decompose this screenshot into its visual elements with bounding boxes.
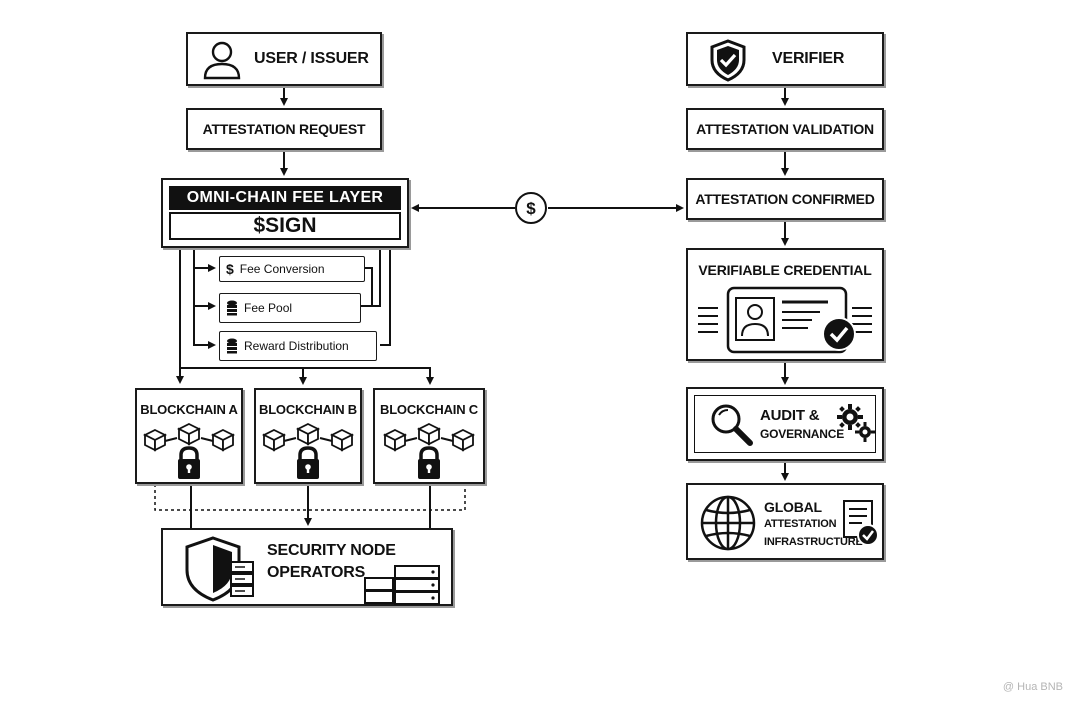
watermark: @ Hua BNB	[1002, 681, 1063, 693]
global-label: GLOBAL	[764, 499, 822, 515]
blockchain-a-box: BLOCKCHAIN A	[135, 388, 243, 484]
fee-conversion-item: $ Fee Conversion	[219, 256, 365, 282]
audit-label: AUDIT &	[760, 407, 820, 424]
gear-icon	[837, 404, 875, 442]
magnifier-icon	[711, 404, 753, 446]
fee-pool-label: Fee Pool	[244, 301, 293, 315]
database-icon	[227, 300, 237, 316]
globe-icon	[700, 495, 756, 551]
user-issuer-box: USER / ISSUER	[186, 32, 382, 86]
server-stack-icon	[364, 565, 440, 605]
reward-distribution-item: Reward Distribution	[219, 331, 377, 361]
verifier-label: VERIFIER	[772, 50, 845, 67]
id-card-icon	[698, 286, 872, 354]
dollar-icon: $	[226, 261, 234, 277]
cubes-icon	[382, 422, 476, 479]
shield-check-icon	[710, 39, 746, 82]
lock-icon	[297, 446, 319, 479]
attestation-request-label: ATTESTATION REQUEST	[202, 121, 366, 137]
cubes-icon	[142, 422, 236, 479]
attestation-label: ATTESTATION	[764, 518, 837, 530]
blockchain-b-box: BLOCKCHAIN B	[254, 388, 362, 484]
bracket-reward	[193, 247, 216, 349]
cubes-icon	[261, 422, 355, 479]
blockchain-b-label: BLOCKCHAIN B	[259, 402, 357, 417]
reward-distribution-label: Reward Distribution	[244, 339, 349, 353]
security-node-line2: OPERATORS	[267, 564, 366, 581]
fee-pool-item: Fee Pool	[219, 293, 361, 323]
blockchain-a-label: BLOCKCHAIN A	[140, 402, 238, 417]
blockchain-c-label: BLOCKCHAIN C	[380, 402, 478, 417]
attestation-confirmed-box: ATTESTATION CONFIRMED	[686, 178, 884, 220]
verifiable-credential-label: VERIFIABLE CREDENTIAL	[698, 262, 872, 278]
fee-conversion-label: Fee Conversion	[239, 262, 325, 276]
verifier-box: VERIFIER	[686, 32, 884, 86]
fee-layer-token: $SIGN	[169, 212, 401, 240]
shield-server-icon	[185, 536, 254, 602]
dollar-icon: $	[515, 192, 547, 224]
fee-layer-box: OMNI-CHAIN FEE LAYER $SIGN	[161, 178, 409, 248]
lock-icon	[178, 446, 200, 479]
governance-label: GOVERNANCE	[760, 427, 845, 441]
svg-text:$: $	[526, 199, 536, 218]
document-check-icon	[843, 500, 879, 546]
check-badge-icon	[822, 317, 856, 351]
global-infrastructure-box: GLOBAL ATTESTATION INFRASTRUCTURE	[686, 483, 884, 560]
blockchain-c-box: BLOCKCHAIN C	[373, 388, 485, 484]
infrastructure-label: INFRASTRUCTURE	[764, 536, 863, 548]
fee-layer-title: OMNI-CHAIN FEE LAYER	[169, 186, 401, 210]
verifiable-credential-box: VERIFIABLE CREDENTIAL	[686, 248, 884, 361]
database-icon	[227, 338, 237, 354]
security-node-box: SECURITY NODE OPERATORS	[161, 528, 453, 606]
attestation-validation-label: ATTESTATION VALIDATION	[696, 121, 874, 137]
attestation-confirmed-label: ATTESTATION CONFIRMED	[695, 191, 875, 207]
security-node-line1: SECURITY NODE	[267, 542, 396, 559]
user-issuer-label: USER / ISSUER	[254, 50, 369, 67]
lock-icon	[418, 446, 440, 479]
user-icon	[203, 41, 241, 80]
attestation-validation-box: ATTESTATION VALIDATION	[686, 108, 884, 150]
audit-governance-box: AUDIT & GOVERNANCE	[686, 387, 884, 461]
attestation-request-box: ATTESTATION REQUEST	[186, 108, 382, 150]
